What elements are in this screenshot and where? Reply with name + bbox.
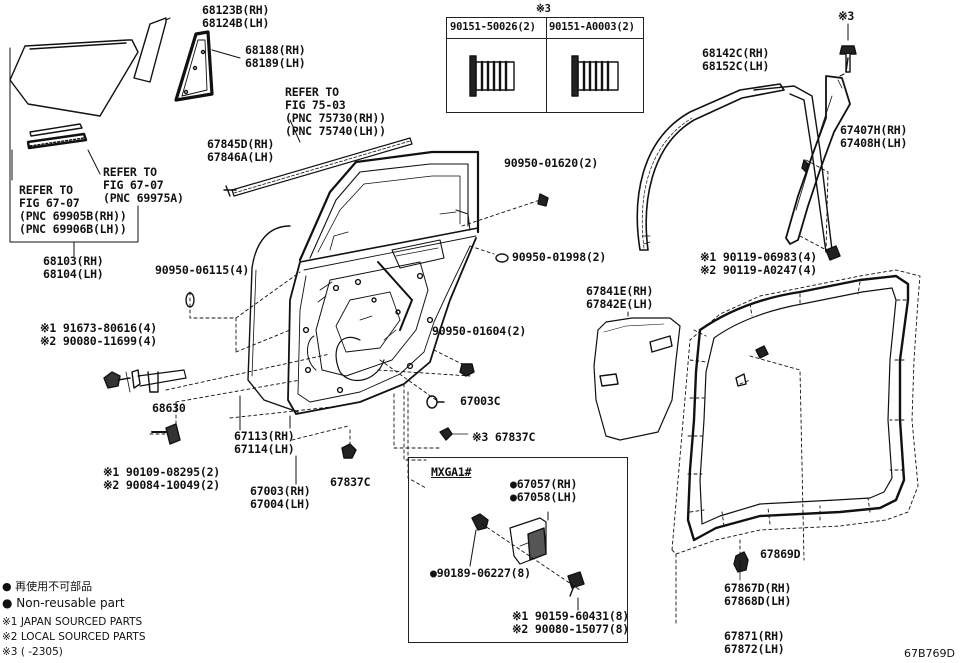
door-glass: [9, 39, 139, 117]
label-67841e: 67841E(RH)67842E(LH): [586, 284, 654, 311]
leader-lines-division: [799, 159, 831, 253]
label-mxga1: MXGA1#: [431, 465, 472, 479]
hole-plug-90950-01604: [459, 363, 475, 377]
leader-lines-door: [149, 199, 541, 489]
door-outline-dashed: [671, 269, 921, 627]
legend-item-s3-range: ※3 ( -2305): [2, 646, 63, 658]
screw-90151-a0003: [571, 55, 619, 97]
label-68123b: 68123B(RH)68124B(LH): [202, 3, 270, 30]
label-90159: ※1 90159-60431(8)※2 90080-15077(8): [512, 609, 630, 636]
bolt-90109: [151, 423, 181, 445]
label-90151-50026: 90151-50026(2): [450, 21, 536, 33]
label-67867d: 67867D(RH)67868D(LH): [724, 581, 792, 608]
label-box-s3: ※3: [536, 3, 551, 15]
hole-plug-90950-01998: [495, 253, 509, 263]
clip-67837c-lower: [341, 443, 357, 459]
screw-box: [446, 17, 644, 113]
weatherstrip-clip: [735, 345, 769, 387]
label-s3-top: ※3: [838, 9, 855, 23]
label-67113: 67113(RH)67114(LH): [234, 429, 295, 456]
label-67871: 67871(RH)67872(LH): [724, 629, 785, 656]
figure-id: 67B769D: [904, 647, 956, 660]
legend-item-non-reusable-jp: ● 再使用不可部品: [2, 580, 93, 593]
nut-90189: [471, 513, 489, 531]
label-90109: ※1 90109-08295(2)※2 90084-10049(2): [103, 465, 221, 492]
clip-67867d: [733, 551, 749, 581]
bolt-90159: [567, 571, 585, 597]
hole-plug-90950-06115: [185, 292, 195, 308]
label-67837c-right: ※3 67837C: [472, 430, 536, 444]
label-67003: 67003(RH)67004(LH): [250, 484, 311, 511]
label-91673: ※1 91673-80616(4)※2 90080-11699(4): [40, 321, 158, 348]
bracket-67057: [509, 517, 547, 565]
screw-90119: [825, 245, 841, 261]
screw-s3-top: [839, 45, 857, 73]
label-67837c-lower: 67837C: [330, 475, 371, 489]
division-bar-67407h: [785, 73, 851, 245]
legend-item-local-sourced: ※2 LOCAL SOURCED PARTS: [2, 631, 146, 643]
legend-item-japan-sourced: ※1 JAPAN SOURCED PARTS: [2, 616, 143, 628]
door-panel: [247, 150, 480, 415]
label-67407h: 67407H(RH)67408H(LH): [840, 123, 908, 150]
label-68103: 68103(RH)68104(LH): [43, 254, 104, 281]
label-68142c: 68142C(RH)68152C(LH): [702, 46, 770, 73]
hole-plug-90950-01620: [537, 193, 549, 207]
belt-moulding: [26, 123, 88, 150]
label-90151-a0003: 90151-A0003(2): [549, 21, 635, 33]
screw-90151-50026: [469, 55, 515, 97]
label-68630: 68630: [152, 401, 186, 415]
bush-67003c: [426, 395, 445, 409]
mxga-variant-box: [408, 457, 628, 643]
label-67869d: 67869D: [760, 547, 801, 561]
label-68188: 68188(RH)68189(LH): [245, 43, 306, 70]
glass-run-frame: [174, 30, 214, 102]
clip-67837c-right: [439, 427, 469, 441]
label-90119: ※1 90119-06983(4)※2 90119-A0247(4): [700, 250, 818, 277]
outer-belt-weatherstrip: [223, 137, 413, 197]
label-90189: ●90189-06227(8): [430, 566, 531, 580]
service-hole-cover: [593, 317, 681, 441]
legend-item-non-reusable: ● Non-reusable part: [2, 596, 125, 610]
label-90950-06115: 90950-06115(4): [155, 263, 250, 277]
label-90950-01620: 90950-01620(2): [504, 156, 599, 170]
door-weatherstrip: [686, 274, 910, 542]
label-67057: ●67057(RH)●67058(LH): [510, 477, 578, 504]
quarter-glass: [133, 17, 167, 83]
label-67845d: 67845D(RH)67846A(LH): [207, 137, 275, 164]
label-90950-01604: 90950-01604(2): [432, 324, 527, 338]
door-check-68630: [103, 369, 187, 393]
label-90950-01998: 90950-01998(2): [512, 250, 607, 264]
label-67003c: 67003C: [460, 394, 501, 408]
